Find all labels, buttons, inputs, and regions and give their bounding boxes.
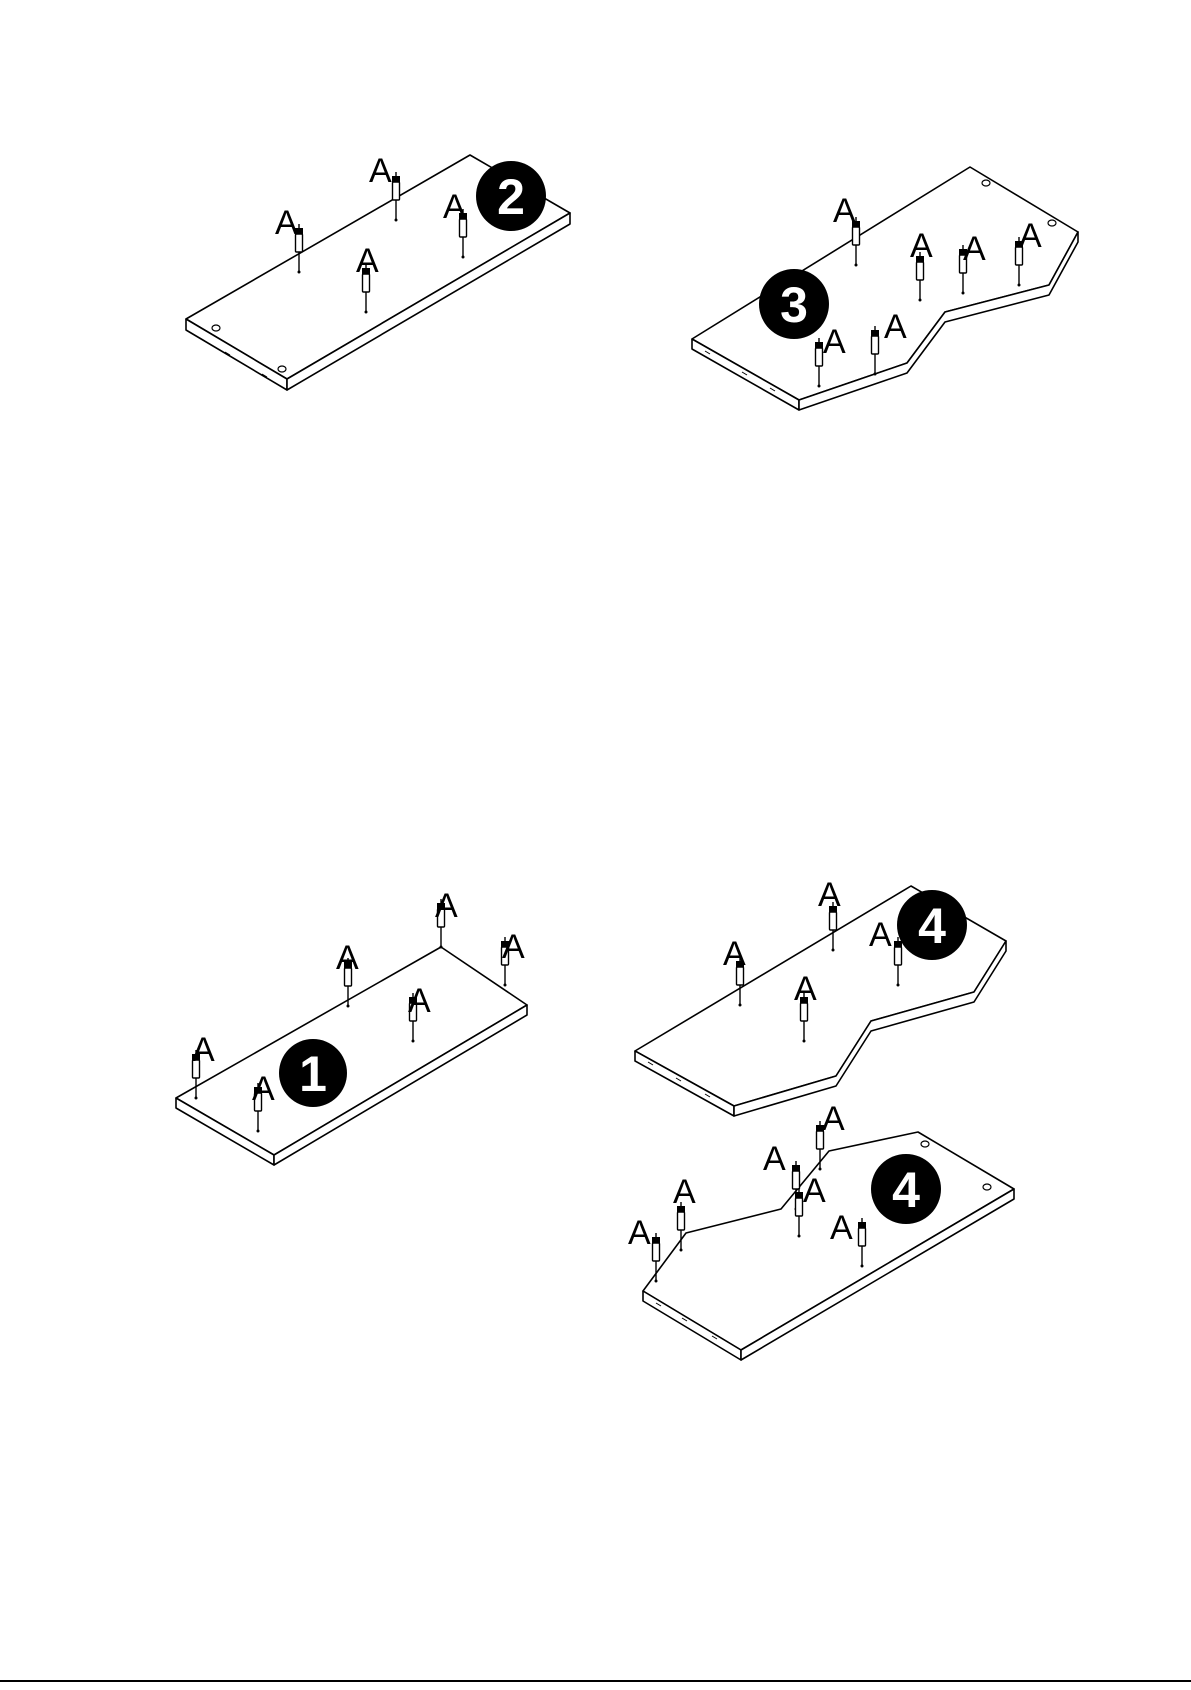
board-4-upper-diagram: A A A A 4: [635, 876, 1006, 1116]
step-badge-2: 2: [476, 161, 546, 231]
pin-label: A: [723, 935, 746, 973]
board-3-hole: [1048, 220, 1056, 226]
step-badge-4-lower: 4: [871, 1154, 941, 1224]
pin-label: A: [763, 1140, 786, 1178]
board-4-lower-diagram: A A A A A A 4: [628, 1100, 1014, 1360]
svg-text:4: 4: [892, 1162, 920, 1218]
pin-label: A: [408, 982, 431, 1020]
step-badge-4-upper: 4: [897, 890, 967, 960]
step-badge-3: 3: [759, 269, 829, 339]
pin-label: A: [830, 1209, 853, 1247]
pin-label: A: [822, 1100, 845, 1138]
pin-label: A: [794, 970, 817, 1008]
svg-text:1: 1: [299, 1046, 327, 1102]
pin-label: A: [818, 876, 841, 914]
pin-label: A: [803, 1172, 826, 1210]
board-2-diagram: A A A A 2: [186, 152, 570, 390]
pin-label: A: [823, 323, 846, 361]
pin-label: A: [869, 916, 892, 954]
pin-label: A: [910, 227, 933, 265]
board-4-lower-hole: [983, 1184, 991, 1190]
board-2-hole: [212, 325, 220, 331]
pin-label: A: [435, 887, 458, 925]
pin-label: A: [963, 230, 986, 268]
pin-label: A: [628, 1214, 651, 1252]
board-1-diagram: A A A A A A 1: [176, 887, 527, 1165]
board-3-diagram: A A A A A A 3: [692, 167, 1078, 410]
pin-label: A: [833, 192, 856, 230]
board-2-hole: [278, 366, 286, 372]
pin-label: A: [252, 1070, 275, 1108]
pin-label: A: [369, 152, 392, 190]
pin-label: A: [192, 1031, 215, 1069]
svg-text:2: 2: [497, 169, 525, 225]
pin-label: A: [673, 1173, 696, 1211]
svg-text:4: 4: [918, 898, 946, 954]
pin-label: A: [275, 204, 298, 242]
pin-label: A: [356, 242, 379, 280]
pin-label: A: [336, 939, 359, 977]
board-4-lower-top-face: [643, 1132, 1014, 1350]
pin-label: A: [884, 308, 907, 346]
board-3-hole: [982, 180, 990, 186]
pin-label: A: [1019, 217, 1042, 255]
board-4-lower-hole: [921, 1141, 929, 1147]
pin-label: A: [502, 928, 525, 966]
step-badge-1: 1: [279, 1039, 347, 1107]
board-3-top-face: [692, 167, 1078, 400]
svg-text:3: 3: [780, 277, 808, 333]
pin-label: A: [443, 188, 466, 226]
